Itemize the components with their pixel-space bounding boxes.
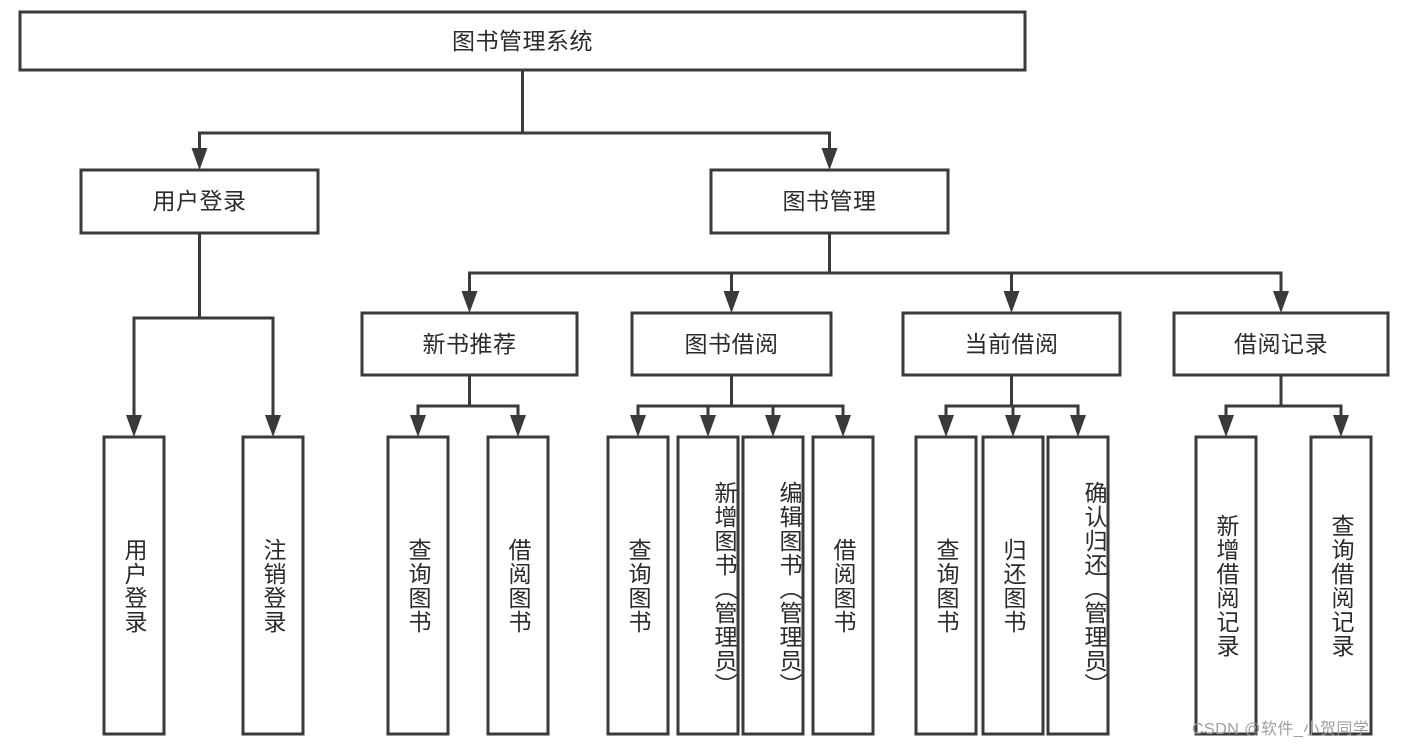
boxes-layer — [18, 10, 1390, 736]
node-leaf-查询借阅记录-box[interactable] — [1309, 435, 1373, 736]
arrow-head-icon — [835, 415, 851, 437]
arrow-head-icon — [700, 415, 716, 437]
arrow-head-icon — [765, 415, 781, 437]
arrow-head-icon — [265, 415, 281, 437]
node-l2-借阅记录-box[interactable] — [1172, 311, 1390, 377]
csdn-watermark: CSDN @软件_小贺同学 — [1192, 721, 1370, 738]
node-leaf-新增借阅记录-box[interactable] — [1194, 435, 1258, 736]
edges-layer — [126, 68, 1349, 437]
node-l1-用户登录-box[interactable] — [79, 168, 320, 235]
node-leaf-查询图书-box[interactable] — [914, 435, 978, 736]
node-l2-图书借阅-box[interactable] — [630, 311, 833, 377]
node-root-图书管理系统-box[interactable] — [18, 10, 1027, 72]
node-leaf-注销登录-box[interactable] — [241, 435, 305, 736]
node-leaf-借阅图书-box[interactable] — [811, 435, 875, 736]
node-leaf-查询图书-box[interactable] — [606, 435, 670, 736]
node-leaf-归还图书-box[interactable] — [981, 435, 1045, 736]
node-l2-新书推荐-box[interactable] — [360, 311, 579, 377]
arrow-head-icon — [1333, 415, 1349, 437]
arrow-head-icon — [630, 415, 646, 437]
arrow-head-icon — [1005, 415, 1021, 437]
node-leaf-确认归还管理员-box[interactable] — [1046, 435, 1110, 736]
arrow-head-icon — [1218, 415, 1234, 437]
arrow-head-icon — [191, 148, 208, 170]
arrow-head-icon — [1273, 291, 1289, 313]
arrow-head-icon — [938, 415, 954, 437]
arrow-head-icon — [723, 291, 740, 313]
arrow-head-icon — [821, 148, 838, 170]
node-leaf-编辑图书管理员-box[interactable] — [741, 435, 805, 736]
node-leaf-借阅图书-box[interactable] — [486, 435, 550, 736]
arrow-head-icon — [1003, 291, 1020, 313]
arrow-head-icon — [126, 415, 142, 437]
arrow-head-icon — [461, 291, 478, 313]
node-leaf-查询图书-box[interactable] — [386, 435, 450, 736]
node-leaf-新增图书管理员-box[interactable] — [676, 435, 740, 736]
arrow-head-icon — [410, 415, 426, 437]
arrow-head-icon — [510, 415, 526, 437]
node-l2-当前借阅-box[interactable] — [901, 311, 1122, 377]
node-leaf-用户登录-box[interactable] — [102, 435, 166, 736]
arrow-head-icon — [1070, 415, 1086, 437]
node-l1-图书管理-box[interactable] — [709, 168, 950, 235]
